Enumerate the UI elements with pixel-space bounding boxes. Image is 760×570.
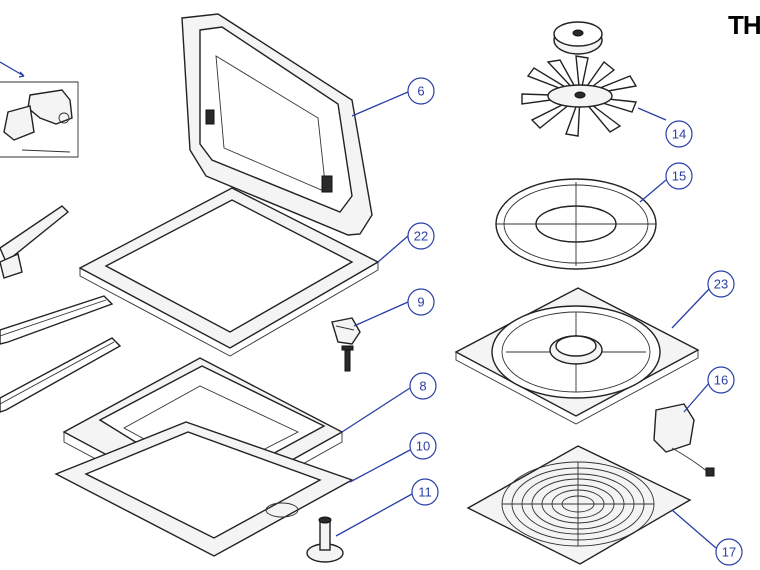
- part-9-clip: [331, 317, 361, 345]
- rail-strips-partial: [0, 295, 122, 413]
- part-10-trim-plate: [54, 421, 354, 557]
- callout-14-label: 14: [672, 127, 686, 142]
- hinge-bracket-detail: [0, 61, 79, 158]
- part-15-guard-ring: [495, 178, 657, 270]
- callout-22: 22: [407, 222, 435, 250]
- callout-11-label: 11: [418, 485, 432, 500]
- callout-10: 10: [409, 432, 437, 460]
- part-14-motor: [553, 21, 603, 55]
- callout-10-label: 10: [416, 439, 430, 454]
- callout-15-label: 15: [672, 169, 686, 184]
- callout-17: 17: [715, 538, 743, 566]
- part-23-fan-housing: [454, 287, 700, 425]
- callout-14: 14: [665, 120, 693, 148]
- leader-lines: [335, 91, 717, 549]
- callout-6-label: 6: [417, 84, 424, 99]
- part-11-knob: [306, 516, 344, 563]
- callout-22-label: 22: [414, 229, 428, 244]
- callout-16: 16: [707, 366, 735, 394]
- part-14-fan-blade: [521, 55, 638, 137]
- callout-8-label: 8: [419, 379, 426, 394]
- callout-23-label: 23: [714, 277, 728, 292]
- part-16-sensor: [653, 403, 715, 477]
- callout-16-label: 16: [714, 373, 728, 388]
- callout-8: 8: [409, 372, 437, 400]
- lift-arm-partial: [0, 205, 70, 279]
- callout-15: 15: [665, 162, 693, 190]
- callout-11: 11: [411, 478, 439, 506]
- part-6-lid: [181, 13, 373, 236]
- callout-23: 23: [707, 270, 735, 298]
- screw: [341, 345, 354, 372]
- callout-9: 9: [407, 288, 435, 316]
- brand-logo-text: TH: [728, 10, 760, 40]
- part-17-grille: [466, 445, 692, 565]
- callout-17-label: 17: [722, 545, 736, 560]
- callout-9-label: 9: [417, 295, 424, 310]
- callout-6: 6: [407, 77, 435, 105]
